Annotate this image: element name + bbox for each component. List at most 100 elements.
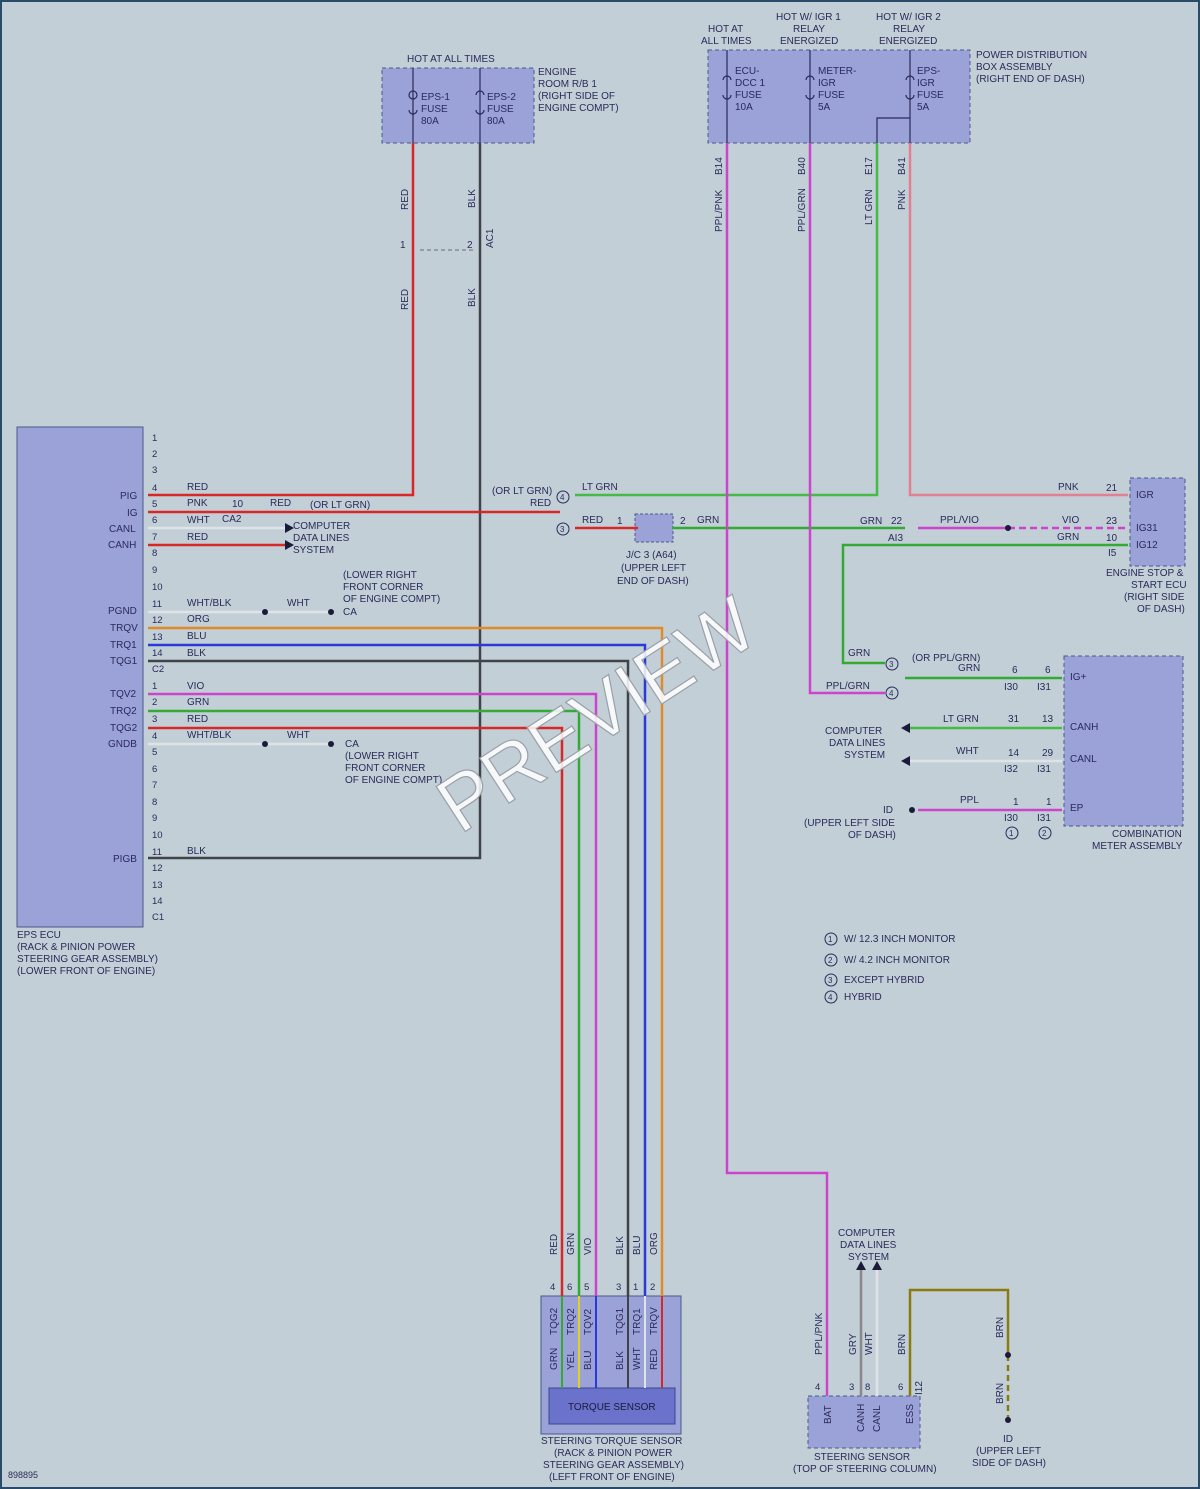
svg-text:FUSE: FUSE [735,90,762,101]
wire-pplpnk-b14 [725,143,829,1396]
svg-text:LT GRN: LT GRN [943,714,979,725]
svg-text:(OR PPL/GRN): (OR PPL/GRN) [912,653,980,664]
svg-text:13: 13 [152,880,163,891]
svg-text:5: 5 [584,1282,589,1293]
svg-text:PPL: PPL [960,795,979,806]
svg-text:BLK: BLK [467,288,478,307]
svg-text:1: 1 [400,240,406,251]
svg-text:RED: RED [530,498,551,509]
legend-item: W/ 4.2 INCH MONITOR [844,955,950,966]
svg-text:DATA LINES: DATA LINES [293,533,350,544]
svg-text:GRN: GRN [1057,532,1079,543]
svg-text:ID: ID [1003,1434,1013,1445]
svg-text:BLK: BLK [615,1236,626,1255]
svg-text:PPL/GRN: PPL/GRN [797,188,808,232]
svg-text:(RACK & PINION POWER: (RACK & PINION POWER [17,942,135,953]
svg-text:1: 1 [617,516,623,527]
svg-text:START ECU: START ECU [1131,580,1187,591]
svg-text:10: 10 [152,830,163,841]
svg-text:4: 4 [828,993,833,1002]
svg-text:OF ENGINE COMPT): OF ENGINE COMPT) [343,594,440,605]
svg-text:3: 3 [560,525,565,534]
svg-text:PPL/PNK: PPL/PNK [814,1312,825,1355]
svg-text:VIO: VIO [583,1238,594,1255]
svg-text:14: 14 [152,648,163,659]
svg-text:J/C 3 (A64): J/C 3 (A64) [626,550,677,561]
engine-room-rb-box [381,67,535,144]
arrow-meter-canh [901,723,910,733]
svg-text:COMPUTER: COMPUTER [838,1228,895,1239]
svg-text:HOT W/ IGR 1: HOT W/ IGR 1 [776,12,841,23]
svg-text:BLU: BLU [187,631,206,642]
svg-text:ORG: ORG [187,614,210,625]
svg-text:BRN: BRN [995,1383,1006,1404]
svg-text:WHT: WHT [287,598,310,609]
wire-ltgrn-e17 [575,143,879,497]
svg-text:TQG1: TQG1 [615,1307,626,1335]
svg-text:3: 3 [152,714,157,725]
svg-text:LT GRN: LT GRN [582,482,618,493]
svg-text:STEERING GEAR ASSEMBLY): STEERING GEAR ASSEMBLY) [543,1460,684,1471]
svg-text:SYSTEM: SYSTEM [848,1252,889,1263]
svg-text:GRN: GRN [697,515,719,526]
svg-text:6: 6 [152,764,157,775]
svg-text:6: 6 [567,1282,572,1293]
svg-text:I31: I31 [1037,764,1051,775]
svg-text:VIO: VIO [1062,515,1079,526]
svg-text:DCC 1: DCC 1 [735,78,765,89]
svg-text:4: 4 [152,483,157,494]
svg-text:2: 2 [650,1282,655,1293]
svg-text:TORQUE SENSOR: TORQUE SENSOR [568,1402,656,1413]
svg-text:(UPPER LEFT: (UPPER LEFT [976,1446,1041,1457]
svg-text:6: 6 [898,1382,903,1393]
svg-text:VIO: VIO [187,681,204,692]
svg-text:BOX ASSEMBLY: BOX ASSEMBLY [976,62,1053,73]
svg-text:2: 2 [828,956,833,965]
svg-text:CA: CA [343,607,357,618]
svg-text:5A: 5A [818,102,831,113]
wire-vio-tqv2 [148,692,598,1296]
svg-text:80A: 80A [487,116,505,127]
svg-text:IGR: IGR [818,78,836,89]
svg-text:RED: RED [400,289,411,310]
svg-text:3: 3 [849,1382,854,1393]
svg-text:PIG: PIG [120,491,137,502]
svg-text:RED: RED [649,1349,660,1370]
svg-text:E17: E17 [864,157,875,175]
svg-text:2: 2 [152,449,157,460]
svg-text:13: 13 [1042,714,1054,725]
diagram-id: 898895 [8,1470,38,1480]
ground-ca-1 [328,609,334,615]
svg-text:HOT AT: HOT AT [708,24,743,35]
svg-text:GRN: GRN [860,516,882,527]
svg-text:1: 1 [633,1282,638,1293]
svg-text:(UPPER LEFT: (UPPER LEFT [621,563,686,574]
svg-text:I31: I31 [1037,682,1051,693]
svg-text:TRQ1: TRQ1 [632,1308,643,1335]
arrow-steer-canl [872,1261,882,1270]
steering-sensor-box [807,1395,921,1449]
svg-text:BLU: BLU [583,1351,594,1370]
svg-text:10: 10 [232,499,244,510]
svg-text:TRQV: TRQV [649,1307,660,1335]
svg-text:(LEFT FRONT OF ENGINE): (LEFT FRONT OF ENGINE) [549,1472,675,1483]
svg-text:1: 1 [1009,829,1014,838]
svg-text:WHT/BLK: WHT/BLK [187,598,232,609]
torque-sensor-inner [548,1387,676,1425]
svg-text:EP: EP [1070,803,1084,814]
svg-text:SYSTEM: SYSTEM [293,545,334,556]
svg-text:COMPUTER: COMPUTER [825,726,882,737]
svg-text:I30: I30 [1004,682,1018,693]
legend-item: HYBRID [844,992,882,1003]
svg-text:OF DASH): OF DASH) [1137,604,1185,615]
ground-id-1 [909,807,915,813]
svg-text:ORG: ORG [649,1232,660,1255]
wire-blu-trq1 [148,643,647,1296]
svg-text:BRN: BRN [995,1317,1006,1338]
svg-text:COMPUTER: COMPUTER [293,521,350,532]
svg-text:EPS ECU: EPS ECU [17,930,61,941]
svg-text:RELAY: RELAY [793,24,825,35]
svg-text:14: 14 [1008,748,1020,759]
svg-text:6: 6 [152,515,157,526]
